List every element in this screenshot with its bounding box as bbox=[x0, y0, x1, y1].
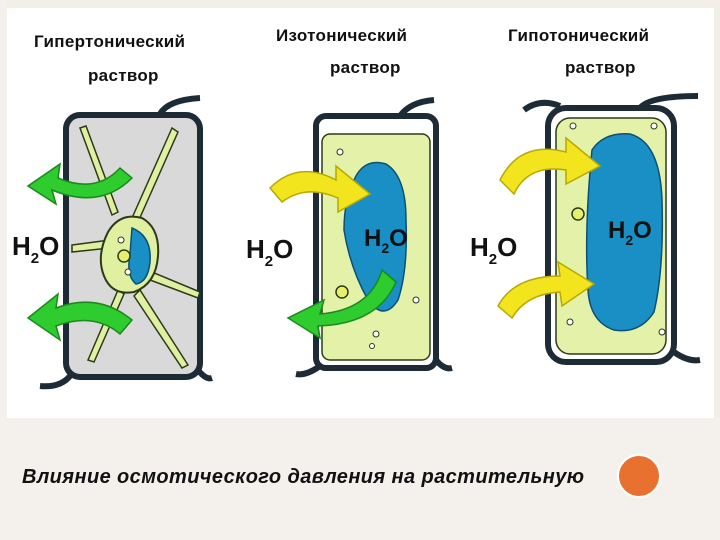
panel3-wall-tab-top bbox=[637, 93, 699, 111]
panel3-organelle bbox=[566, 318, 574, 326]
panel3-arrow-in-bottom bbox=[497, 260, 596, 320]
panel3-organelle bbox=[650, 122, 658, 130]
panel1-arrow-out-bottom bbox=[26, 292, 134, 342]
panel3-water-label: H2O bbox=[470, 232, 517, 268]
caption-band bbox=[0, 418, 720, 540]
panel1-organelle bbox=[117, 236, 125, 244]
panel3-vacuole bbox=[585, 133, 664, 332]
panel2-vacuole-water-label: H2O bbox=[364, 225, 408, 256]
panel2-cell: H2O H2O bbox=[246, 97, 453, 378]
panel1-water-label: H2O bbox=[12, 231, 59, 267]
slide-caption: Влияние осмотического давления на растит… bbox=[22, 466, 585, 488]
panel1-wall-tab-top bbox=[157, 95, 201, 116]
panel2-title-line1: Изотонический bbox=[276, 26, 408, 45]
panel3-organelle bbox=[569, 122, 577, 130]
panel2-organelle bbox=[335, 285, 349, 299]
panel1-wall-tab-bottom-right bbox=[195, 368, 213, 382]
panel3-organelle bbox=[658, 328, 666, 336]
panel3-title-line2: раствор bbox=[565, 58, 636, 77]
panel3-arrow-in-top bbox=[499, 136, 602, 196]
panel3-organelle bbox=[571, 207, 585, 221]
panel2-organelle bbox=[372, 330, 380, 338]
panel2-wall-tab-top bbox=[397, 97, 435, 118]
panel1-arrow-out-top bbox=[26, 162, 134, 206]
panel1-wall-tab-bottom bbox=[39, 373, 73, 390]
panel1-title-line1: Гипертонический bbox=[34, 32, 186, 51]
panel2-water-label: H2O bbox=[246, 234, 293, 270]
panel2-wall-tab-right bbox=[433, 358, 453, 372]
panel1-strand-lower-right bbox=[133, 288, 190, 369]
slide-frame-left bbox=[0, 0, 7, 540]
panel3-cell: H2O H2O bbox=[470, 93, 701, 365]
panel1-title-line2: раствор bbox=[88, 66, 159, 85]
panel2-organelle bbox=[369, 343, 375, 349]
osmosis-diagram: H2O H2O H2O H2O H2O bbox=[12, 93, 701, 390]
panel2-arrow-out bbox=[286, 268, 397, 340]
slide-frame-right bbox=[714, 0, 720, 540]
panel2-organelle bbox=[336, 148, 344, 156]
orange-accent-dot bbox=[617, 454, 661, 498]
panel2-title-line2: раствор bbox=[330, 58, 401, 77]
panel2-organelle bbox=[412, 296, 420, 304]
panel3-wall-tab-bottom bbox=[672, 349, 701, 364]
slide-frame-top bbox=[0, 0, 720, 8]
panel1-organelle bbox=[124, 268, 132, 276]
panel2-arrow-in bbox=[268, 164, 372, 214]
panel1-cell: H2O bbox=[12, 95, 213, 390]
panel2-wall-tab-bottom bbox=[295, 363, 322, 378]
panel3-title-line1: Гипотонический bbox=[508, 26, 650, 45]
panel3-vacuole-water-label: H2O bbox=[608, 217, 652, 248]
panel1-organelle bbox=[117, 249, 131, 263]
panel3-wall-tab-top-left bbox=[522, 99, 562, 113]
